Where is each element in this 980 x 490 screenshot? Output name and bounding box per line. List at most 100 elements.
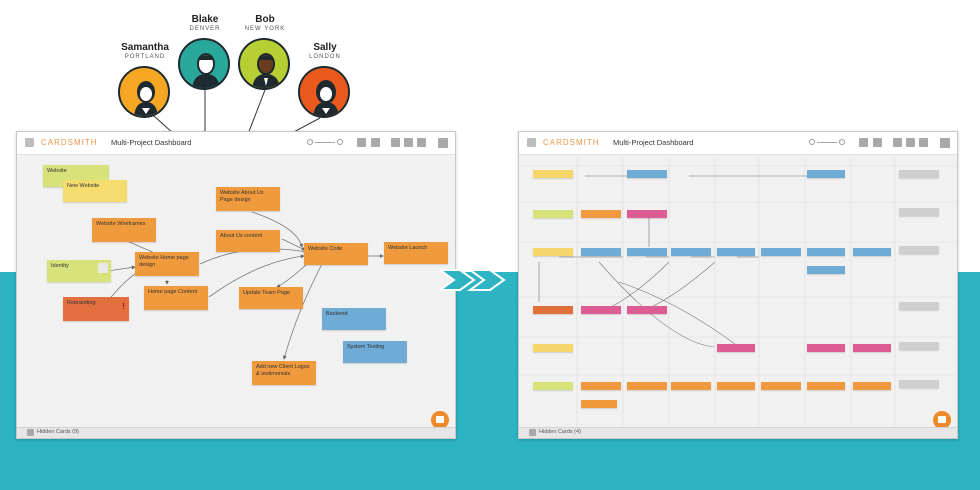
layout-icon[interactable] bbox=[873, 138, 882, 147]
card-mini[interactable] bbox=[807, 344, 845, 352]
comment-icon[interactable] bbox=[417, 138, 426, 147]
hidden-cards-icon[interactable] bbox=[529, 429, 536, 436]
zoom-slider[interactable] bbox=[315, 142, 335, 143]
card-new-website[interactable]: New Website bbox=[63, 180, 127, 202]
card-mini[interactable] bbox=[807, 382, 845, 390]
card-mini[interactable] bbox=[627, 170, 667, 178]
card-mini[interactable] bbox=[853, 344, 891, 352]
card-mini[interactable] bbox=[899, 380, 939, 388]
card-mini[interactable] bbox=[899, 342, 939, 350]
card-about-us-content[interactable]: About Us content bbox=[216, 230, 280, 252]
card-mini[interactable] bbox=[761, 382, 801, 390]
card-mini[interactable] bbox=[807, 266, 845, 274]
card-mini[interactable] bbox=[717, 248, 755, 256]
card-rebranding[interactable]: Rebranding! bbox=[63, 297, 129, 321]
filter-icon[interactable] bbox=[404, 138, 413, 147]
zoom-in-icon[interactable] bbox=[337, 139, 343, 145]
card-mini[interactable] bbox=[581, 382, 621, 390]
chat-bubble-icon[interactable] bbox=[933, 411, 951, 429]
card-update-team-page[interactable]: Update Team Page bbox=[239, 287, 303, 309]
notification-icon[interactable] bbox=[940, 138, 950, 148]
share-icon[interactable] bbox=[357, 138, 366, 147]
chat-bubble-icon[interactable] bbox=[431, 411, 449, 429]
card-mini[interactable] bbox=[627, 306, 667, 314]
card-mini[interactable] bbox=[581, 210, 621, 218]
menu-icon[interactable] bbox=[527, 138, 536, 147]
card-label: Add new Client Logos & testimonials bbox=[256, 364, 310, 377]
card-mini[interactable] bbox=[899, 302, 939, 310]
card-mini[interactable] bbox=[581, 400, 617, 408]
menu-icon[interactable] bbox=[25, 138, 34, 147]
person-name: Bob bbox=[255, 14, 275, 25]
card-mini[interactable] bbox=[627, 210, 667, 218]
card-label: Website Wireframes bbox=[96, 221, 146, 227]
zoom-out-icon[interactable] bbox=[809, 139, 815, 145]
card-mini[interactable] bbox=[807, 170, 845, 178]
card-mini[interactable] bbox=[533, 344, 573, 352]
card-mini[interactable] bbox=[627, 248, 667, 256]
zoom-slider[interactable] bbox=[817, 142, 837, 143]
card-website-home-page-design[interactable]: Website Home page design bbox=[135, 252, 199, 276]
card-mini[interactable] bbox=[533, 382, 573, 390]
card-mini[interactable] bbox=[533, 170, 573, 178]
zoom-out-icon[interactable] bbox=[307, 139, 313, 145]
card-label: Backend bbox=[326, 311, 348, 317]
card-mini[interactable] bbox=[899, 246, 939, 254]
person-name: Sally bbox=[313, 42, 337, 53]
person-city: NEW YORK bbox=[244, 26, 286, 32]
card-website-launch[interactable]: Website Launch bbox=[384, 242, 448, 264]
card-identity[interactable]: Identity bbox=[47, 260, 111, 282]
layout-icon[interactable] bbox=[371, 138, 380, 147]
share-icon[interactable] bbox=[859, 138, 868, 147]
window-footer: Hidden Cards (9) bbox=[17, 427, 455, 438]
avatar-blake bbox=[178, 38, 230, 90]
card-mini[interactable] bbox=[853, 382, 891, 390]
app-logo: CARDSMITH bbox=[543, 138, 600, 147]
card-backend[interactable]: Backend bbox=[322, 308, 386, 330]
notification-icon[interactable] bbox=[438, 138, 448, 148]
card-mini[interactable] bbox=[533, 210, 573, 218]
person-name: Blake bbox=[191, 14, 219, 25]
card-add-new-client-logos[interactable]: Add new Client Logos & testimonials bbox=[252, 361, 316, 385]
search-icon[interactable] bbox=[391, 138, 400, 147]
person-samantha: Samantha PORTLAND bbox=[112, 42, 178, 62]
zoom-in-icon[interactable] bbox=[839, 139, 845, 145]
card-website-about-us-page-design[interactable]: Website About Us Page design bbox=[216, 187, 280, 211]
card-mini[interactable] bbox=[807, 248, 845, 256]
comment-icon[interactable] bbox=[919, 138, 928, 147]
card-mini[interactable] bbox=[717, 382, 755, 390]
card-label: Website About Us Page design bbox=[220, 190, 264, 203]
avatar-samantha bbox=[118, 66, 170, 118]
card-mini[interactable] bbox=[717, 344, 755, 352]
card-label: Website Launch bbox=[388, 245, 428, 251]
hidden-cards-label[interactable]: Hidden Cards (4) bbox=[539, 429, 581, 435]
card-label: Website Home page design bbox=[139, 255, 189, 268]
window-footer: Hidden Cards (4) bbox=[519, 427, 957, 438]
alert-icon: ! bbox=[122, 301, 125, 311]
card-mini[interactable] bbox=[627, 382, 667, 390]
window-header: CARDSMITH Multi-Project Dashboard bbox=[519, 132, 957, 155]
card-mini[interactable] bbox=[533, 306, 573, 314]
card-system-testing[interactable]: System Testing bbox=[343, 341, 407, 363]
card-mini[interactable] bbox=[899, 170, 939, 178]
card-website-code[interactable]: Website Code bbox=[304, 243, 368, 265]
filter-icon[interactable] bbox=[906, 138, 915, 147]
card-home-page-content[interactable]: Home page Content bbox=[144, 286, 208, 310]
card-mini[interactable] bbox=[671, 382, 711, 390]
hidden-cards-icon[interactable] bbox=[27, 429, 34, 436]
card-mini[interactable] bbox=[899, 208, 939, 216]
search-icon[interactable] bbox=[893, 138, 902, 147]
card-mini[interactable] bbox=[671, 248, 711, 256]
person-city: PORTLAND bbox=[124, 54, 166, 60]
hidden-cards-label[interactable]: Hidden Cards (9) bbox=[37, 429, 79, 435]
card-mini[interactable] bbox=[581, 306, 621, 314]
card-website-wireframes[interactable]: Website Wireframes bbox=[92, 218, 156, 242]
card-mini[interactable] bbox=[581, 248, 621, 256]
card-label: System Testing bbox=[347, 344, 385, 350]
card-mini[interactable] bbox=[853, 248, 891, 256]
person-bob: Bob NEW YORK bbox=[232, 14, 298, 34]
person-sally: Sally LONDON bbox=[292, 42, 358, 62]
card-mini[interactable] bbox=[761, 248, 801, 256]
card-label: Website Code bbox=[308, 246, 343, 252]
card-mini[interactable] bbox=[533, 248, 573, 256]
